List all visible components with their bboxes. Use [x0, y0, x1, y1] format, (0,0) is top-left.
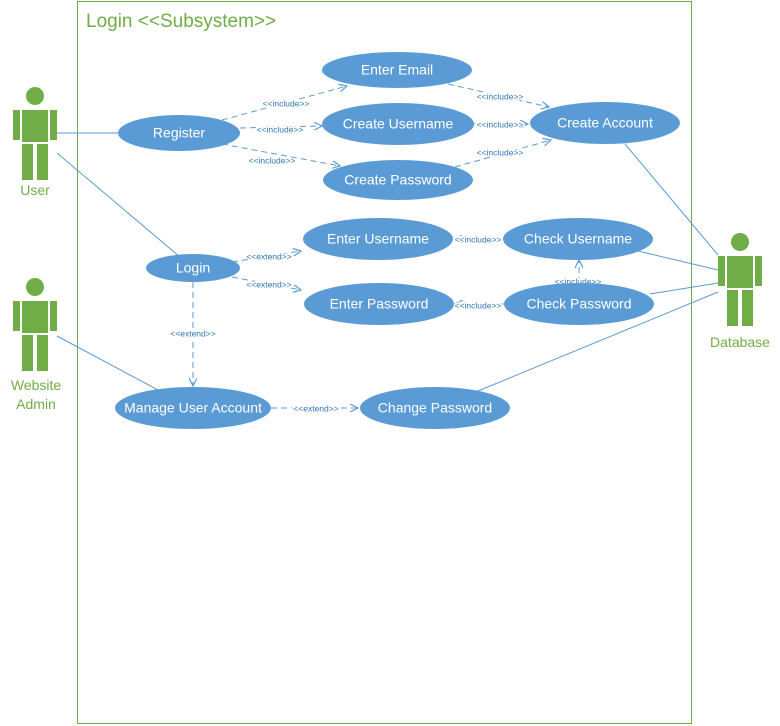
use-case-label: Login: [176, 260, 210, 276]
use-case-login[interactable]: Login: [146, 254, 240, 282]
system-title: Login <<Subsystem>>: [86, 11, 276, 32]
use-case-enter-password[interactable]: Enter Password: [304, 283, 454, 325]
use-case-enter-username[interactable]: Enter Username: [303, 218, 453, 260]
use-case-label: Register: [153, 125, 205, 141]
extend-label-manage-user-account-to-change-password: <<extend>>: [293, 403, 338, 413]
use-case-ellipse: [504, 283, 654, 325]
actor-user[interactable]: User: [13, 87, 57, 198]
use-case-ellipse: [118, 115, 240, 151]
use-case-label: Check Password: [526, 296, 631, 312]
use-case-label: Create Password: [344, 172, 451, 188]
extend-arrow-login-to-enter-username: [231, 251, 301, 263]
use-case-label: Enter Password: [330, 296, 429, 312]
extend-label-login-to-enter-username: <<extend>>: [246, 251, 291, 261]
stick-figure-icon: [13, 87, 57, 180]
use-case-ellipse: [322, 52, 472, 88]
include-arrow-register-to-enter-email: [221, 86, 347, 121]
use-case-ellipse: [115, 387, 271, 429]
use-case-enter-email[interactable]: Enter Email: [322, 52, 472, 88]
use-case-ellipse: [146, 254, 240, 282]
include-label-check-password-to-enter-password: <<include>>: [455, 300, 502, 310]
include-arrow-register-to-create-username: [239, 126, 322, 128]
use-case-label: Create Username: [343, 116, 454, 132]
include-label-register-to-create-username: <<include>>: [257, 124, 304, 134]
use-case-create-username[interactable]: Create Username: [322, 103, 474, 145]
include-arrow-register-to-create-password: [221, 143, 340, 166]
stick-figure-icon: [718, 233, 762, 326]
actor-name-label: Website: [11, 377, 62, 393]
use-case-register[interactable]: Register: [118, 115, 240, 151]
extend-arrow-login-to-enter-password: [231, 276, 301, 290]
use-case-ellipse: [530, 102, 680, 144]
use-case-check-password[interactable]: Check Password: [504, 283, 654, 325]
use-case-ellipse: [322, 103, 474, 145]
actor-database[interactable]: Database: [710, 233, 770, 350]
include-arrow-create-password-to-create-account: [454, 140, 551, 168]
use-case-label: Enter Username: [327, 231, 429, 247]
use-case-label: Check Username: [524, 231, 632, 247]
actor-name-label: Database: [710, 334, 770, 350]
association-line-db-to-create-account: [624, 143, 719, 256]
association-line-db-to-check-password: [649, 282, 719, 295]
use-case-create-account[interactable]: Create Account: [530, 102, 680, 144]
association-line-user-to-login: [56, 152, 181, 258]
use-case-label: Manage User Account: [124, 400, 262, 416]
association-lines: [56, 132, 719, 392]
actor-name-label: Admin: [16, 396, 56, 412]
extend-label-login-to-enter-password: <<extend>>: [246, 279, 291, 289]
use-case-check-username[interactable]: Check Username: [503, 218, 653, 260]
include-label-register-to-create-password: <<include>>: [249, 155, 296, 165]
use-case-label: Enter Email: [361, 62, 433, 78]
include-label-create-username-to-create-account: <<include>>: [477, 119, 524, 129]
use-case-label: Change Password: [378, 400, 492, 416]
use-case-change-password[interactable]: Change Password: [360, 387, 510, 429]
stick-figure-icon: [13, 278, 57, 371]
use-case-ellipse: [503, 218, 653, 260]
use-case-label: Create Account: [557, 115, 653, 131]
use-case-ellipse: [360, 387, 510, 429]
use-case-manage-user-account[interactable]: Manage User Account: [115, 387, 271, 429]
relationship-lines: <<include>> <<include>> <<include>> <<inclu…: [169, 83, 603, 415]
include-label-register-to-enter-email: <<include>>: [263, 98, 310, 108]
use-case-ellipse: [304, 283, 454, 325]
extend-label-login-to-manage-user-account: <<extend>>: [170, 328, 215, 338]
use-case-create-password[interactable]: Create Password: [323, 160, 473, 200]
include-label-enter-email-to-create-account: <<include>>: [477, 91, 524, 101]
actor-name-label: User: [20, 182, 50, 198]
include-arrow-enter-email-to-create-account: [447, 83, 549, 107]
use-case-ellipse: [323, 160, 473, 200]
association-line-db-to-check-username: [637, 250, 719, 271]
include-label-check-username-to-enter-username: <<include>>: [455, 234, 502, 244]
system-boundary: [77, 1, 692, 724]
association-line-db-to-change-password: [477, 291, 719, 392]
use-case-ellipse: [303, 218, 453, 260]
association-line-admin-to-manage-user-account: [56, 335, 159, 391]
include-label-create-password-to-create-account: <<include>>: [477, 147, 524, 157]
